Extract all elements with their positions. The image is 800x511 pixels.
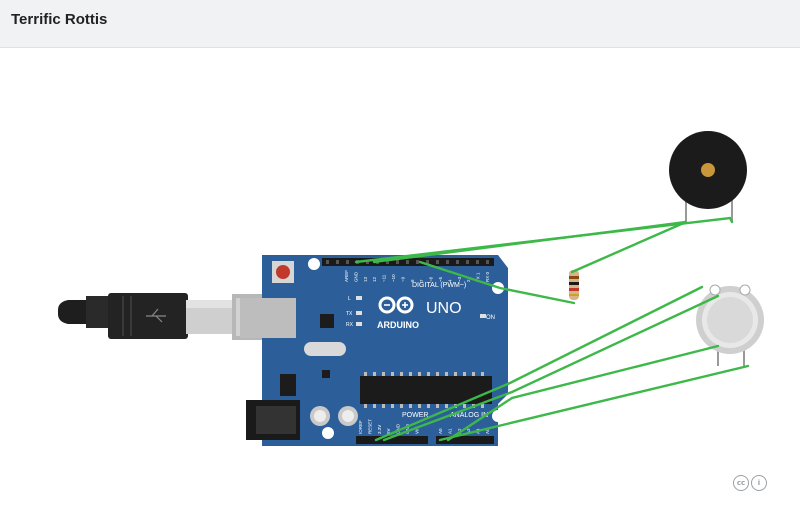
wire-pin-resistor: [418, 260, 576, 305]
pin-label: AREF: [344, 270, 349, 282]
circuit-title[interactable]: Terrific Rottis: [11, 11, 108, 28]
usb-port: [240, 298, 296, 338]
wire-5v-sensor: [374, 285, 704, 442]
pin-label: 2: [466, 279, 471, 282]
board-model-label: UNO: [426, 300, 462, 317]
circuit-svg[interactable]: ARDUINO UNO DIGITAL (PWM~) POWER ANALOG …: [0, 49, 800, 511]
pin-label: A1: [447, 428, 452, 434]
pin-label: 3.3V: [377, 425, 382, 434]
power-pin-labels: IOREF RESET 3.3V 5V GND GND VIN: [358, 419, 419, 434]
license-badge[interactable]: cc i: [733, 475, 767, 493]
arduino-logo-text: ARDUINO: [377, 320, 419, 330]
pin-label: RESET: [367, 419, 372, 434]
top-bar: Terrific Rottis: [0, 0, 800, 48]
pin-label: 5V: [386, 428, 391, 434]
gas-sensor-icon[interactable]: [696, 284, 764, 366]
analog-header[interactable]: [436, 436, 494, 444]
pin-label: GND: [396, 423, 401, 434]
pin-label: VIN: [414, 426, 419, 434]
circuit-canvas[interactable]: ARDUINO UNO DIGITAL (PWM~) POWER ANALOG …: [0, 49, 800, 511]
pin-label: 13: [363, 276, 368, 282]
pin-label: A0: [438, 428, 443, 434]
pin-label: A2: [457, 428, 462, 434]
pin-label: ~6: [429, 276, 434, 282]
digital-pin-labels: AREF GND 13 12 ~11 ~10 ~9 8 7 ~6 ~5 4 ~3 2 TX 1 RX 0: [344, 270, 490, 282]
wire-a1-sensor: [446, 344, 720, 442]
pin-label: ~3: [457, 276, 462, 282]
wire-gnd-sensor: [382, 294, 720, 442]
power-header[interactable]: [356, 436, 428, 444]
arduino-uno-board[interactable]: ARDUINO UNO DIGITAL (PWM~) POWER ANALOG …: [240, 255, 508, 446]
pin-label: 4: [447, 279, 452, 282]
pin-label: GND: [353, 271, 358, 282]
power-label: POWER: [402, 412, 428, 419]
buzzer-icon[interactable]: [669, 131, 747, 222]
tx-led-label: TX: [346, 311, 353, 317]
l-led-label: L: [348, 296, 351, 302]
arduino-logo-icon: [378, 296, 414, 314]
wires[interactable]: [354, 216, 750, 442]
attribution-icon: i: [751, 475, 767, 491]
pin-label: 12: [372, 276, 377, 282]
digital-pwm-label: DIGITAL (PWM~): [412, 282, 466, 289]
analog-in-label: ANALOG IN: [450, 412, 488, 419]
pin-label: RX 0: [485, 271, 490, 282]
pin-label: ~9: [400, 276, 405, 282]
wire-13-buzzer: [372, 220, 688, 264]
pin-label: 8: [410, 279, 415, 282]
wire-a0-sensor: [438, 364, 750, 442]
pin-label: 7: [419, 279, 424, 282]
rx-led-label: RX: [346, 322, 354, 328]
pin-label: ~5: [438, 276, 443, 282]
cc-icon: cc: [733, 475, 749, 491]
on-led-label: ON: [486, 315, 495, 321]
pin-label: TX 1: [476, 272, 481, 282]
wire-buzzer-resistor: [570, 220, 688, 274]
pin-label: A5: [485, 428, 490, 434]
resistor-icon[interactable]: [569, 270, 579, 300]
pin-label: ~10: [391, 274, 396, 282]
pin-label: GND: [405, 423, 410, 434]
pin-label: A3: [466, 428, 471, 434]
pin-label: IOREF: [358, 420, 363, 434]
pin-label: ~11: [382, 274, 387, 282]
